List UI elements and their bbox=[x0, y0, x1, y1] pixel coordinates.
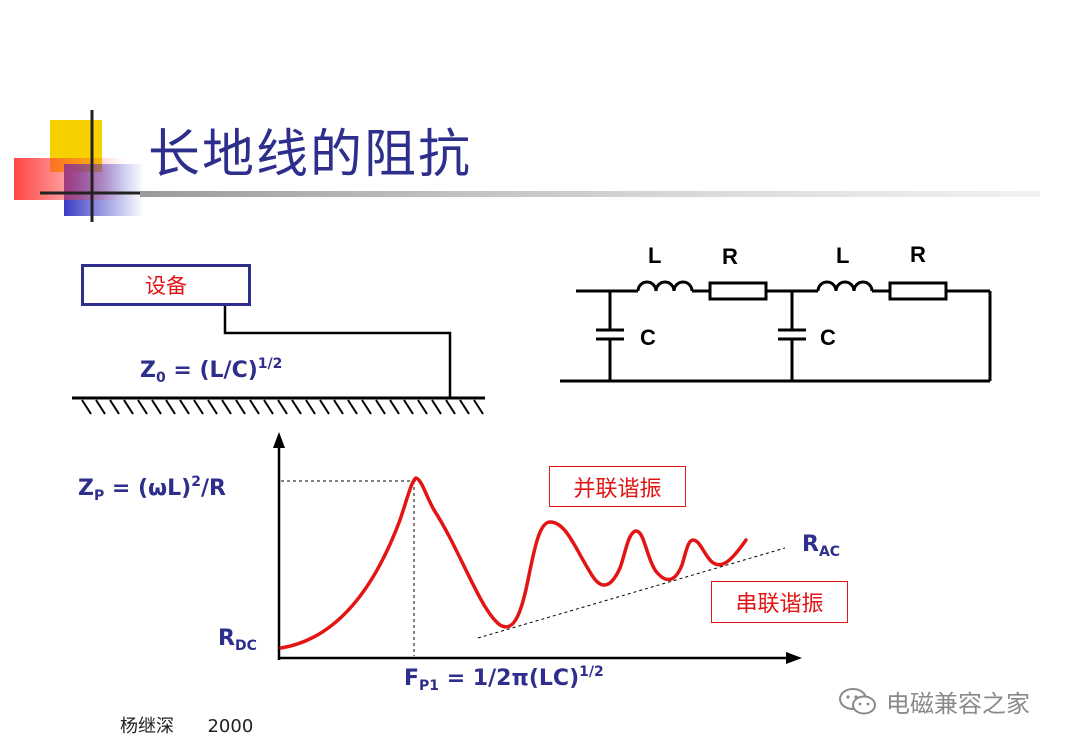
ground-hatch-mark bbox=[389, 399, 400, 415]
dc-resistance-label: RDC bbox=[218, 626, 257, 654]
ground-hatch-mark bbox=[235, 399, 246, 415]
ground-hatch-mark bbox=[347, 399, 358, 415]
wechat-icon bbox=[839, 687, 876, 714]
ground-hatch-mark bbox=[417, 399, 428, 415]
capacitor-label-1: C bbox=[640, 325, 656, 350]
watermark: 电磁兼容之家 bbox=[838, 684, 1030, 719]
ground-hatch-mark bbox=[431, 399, 442, 415]
ground-hatch-mark bbox=[123, 399, 134, 415]
footer: 杨继深 2000 bbox=[120, 712, 253, 738]
resonance-frequency-formula: FP1 = 1/2π(LC)1/2 bbox=[404, 664, 604, 694]
ground-hatch-mark bbox=[95, 399, 106, 415]
ground-hatch-mark bbox=[179, 399, 190, 415]
ground-hatch-mark bbox=[305, 399, 316, 415]
ground-hatch-mark bbox=[291, 399, 302, 415]
resistor-label-2: R bbox=[910, 242, 926, 267]
inductor-label-2: L bbox=[836, 243, 849, 268]
series-resonance-label: 串联谐振 bbox=[711, 581, 848, 623]
ground-hatch-mark bbox=[375, 399, 386, 415]
ground-plane bbox=[72, 396, 485, 415]
ac-resistance-label: RAC bbox=[802, 532, 841, 560]
equivalent-circuit bbox=[560, 280, 992, 383]
ground-hatch-mark bbox=[151, 399, 162, 415]
impedance-curve bbox=[279, 476, 748, 650]
ground-hatch-mark bbox=[319, 399, 330, 415]
title-decoration bbox=[14, 110, 1040, 222]
ground-hatch-mark bbox=[473, 399, 484, 415]
resistor-label-1: R bbox=[722, 244, 738, 269]
ground-hatch-mark bbox=[109, 399, 120, 415]
capacitor-label-2: C bbox=[820, 325, 836, 350]
graph-axes bbox=[273, 432, 802, 664]
page-title: 长地线的阻抗 bbox=[148, 125, 473, 185]
guide-lines bbox=[281, 480, 786, 656]
footer-author: 杨继深 bbox=[120, 716, 174, 737]
watermark-text: 电磁兼容之家 bbox=[886, 690, 1030, 718]
ground-hatch-mark bbox=[263, 399, 274, 415]
ground-hatch-mark bbox=[221, 399, 232, 415]
parallel-resonance-label: 并联谐振 bbox=[549, 466, 686, 507]
footer-year: 2000 bbox=[207, 716, 254, 737]
ground-wire bbox=[223, 306, 452, 398]
device-box: 设备 bbox=[81, 264, 251, 306]
device-label: 设备 bbox=[145, 274, 187, 298]
ground-hatch-mark bbox=[165, 399, 176, 415]
inductor-label-1: L bbox=[648, 243, 661, 268]
ground-hatch-mark bbox=[207, 399, 218, 415]
ground-hatch-mark bbox=[445, 399, 456, 415]
ground-hatch-mark bbox=[249, 399, 260, 415]
ground-hatch-mark bbox=[459, 399, 470, 415]
ground-hatch-mark bbox=[193, 399, 204, 415]
peak-impedance-formula: ZP = (ωL)2/R bbox=[78, 474, 226, 504]
characteristic-impedance-formula: Z0 = (L/C)1/2 bbox=[140, 356, 283, 386]
ground-hatch-mark bbox=[277, 399, 288, 415]
ground-hatch-mark bbox=[361, 399, 372, 415]
ground-hatch-mark bbox=[403, 399, 414, 415]
ground-hatch-mark bbox=[137, 399, 148, 415]
ground-hatch-mark bbox=[333, 399, 344, 415]
ground-hatch-mark bbox=[81, 399, 92, 415]
